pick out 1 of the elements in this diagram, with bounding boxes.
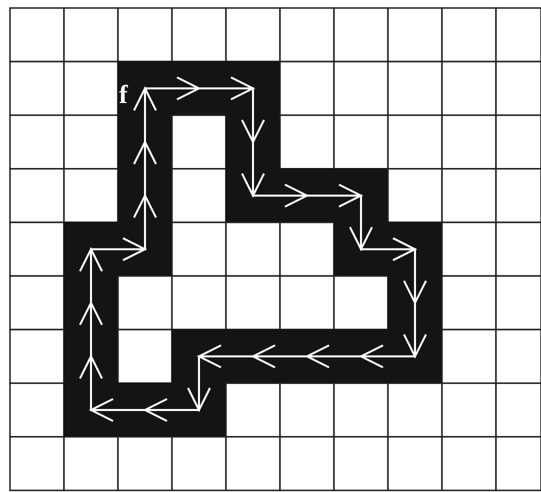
point-label: f xyxy=(119,82,128,108)
